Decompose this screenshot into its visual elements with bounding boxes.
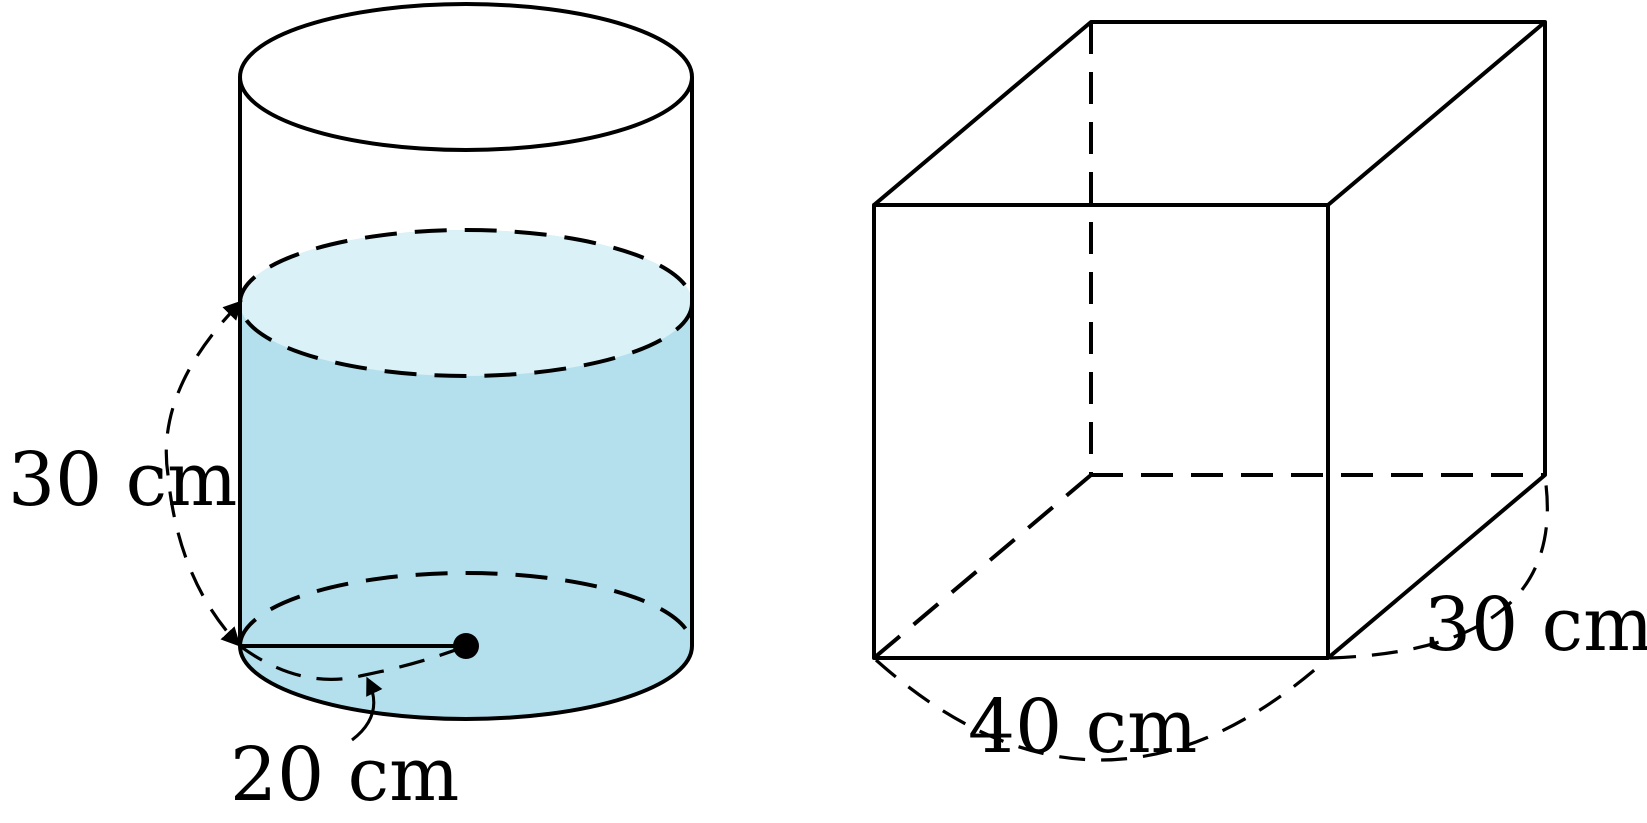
cylinder-radius-label: 20 cm — [230, 732, 459, 818]
width-dimension-arc — [1329, 476, 1549, 660]
cylinder-height-label: 30 cm — [8, 437, 237, 523]
cuboid-length-label: 40 cm — [968, 684, 1197, 770]
center-point — [453, 633, 479, 659]
cylinder-container — [164, 2, 694, 742]
length-dimension-arc — [874, 658, 1328, 762]
height-dimension-arc — [164, 300, 243, 647]
cylinder-bottom-front — [238, 645, 694, 721]
cylinder-bottom-back — [238, 571, 694, 647]
cuboid — [872, 20, 1549, 762]
cuboid-right-face — [1326, 22, 1547, 660]
cuboid-top-face — [872, 20, 1547, 207]
cuboid-width-label: 30 cm — [1424, 582, 1647, 668]
cylinder-top-rim — [238, 2, 694, 152]
water-surface — [240, 230, 692, 376]
cuboid-front-face — [872, 203, 1330, 660]
radius-leader-arrow — [351, 676, 383, 742]
cuboid-hidden-side-bottom — [872, 473, 1093, 660]
radius-dimension-arc — [239, 644, 467, 681]
